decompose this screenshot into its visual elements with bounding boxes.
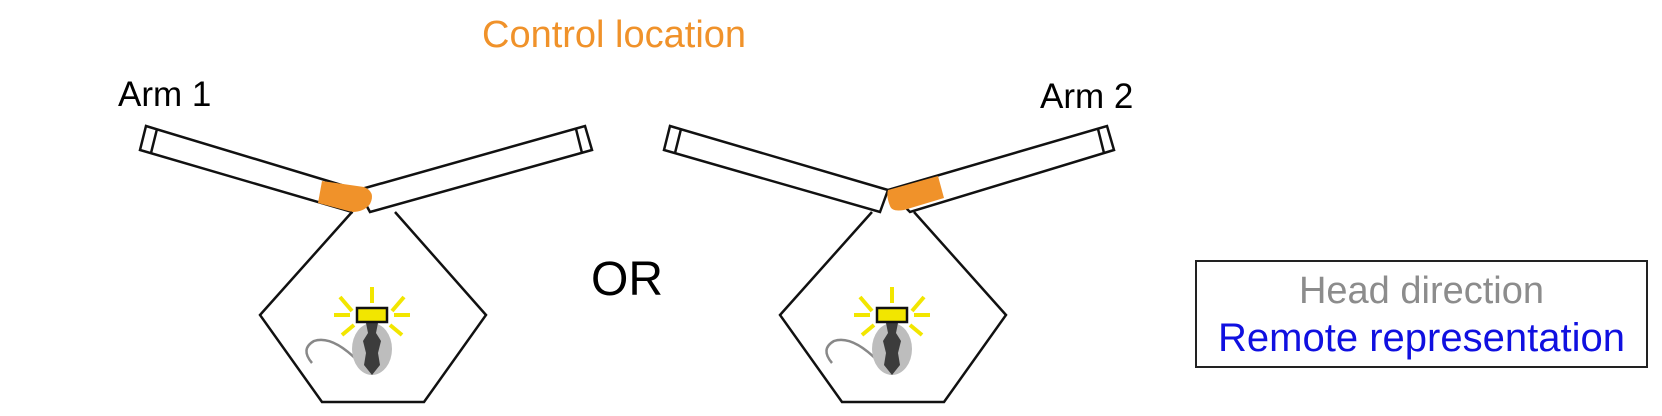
mouse-right <box>825 287 930 375</box>
arm-1-label: Arm 1 <box>118 75 212 114</box>
maze-left <box>138 124 594 404</box>
arm-2-end-cap <box>574 128 584 154</box>
headstage <box>355 306 389 324</box>
maze-right <box>662 124 1116 404</box>
headstage-light <box>334 287 410 337</box>
control-location-title: Control location <box>482 14 747 56</box>
mouse-body <box>883 313 901 375</box>
arm-1-end-cap <box>149 128 159 154</box>
headstage-light <box>854 287 930 337</box>
arm-2-label: Arm 2 <box>1040 77 1134 116</box>
legend-remote-representation: Remote representation <box>1218 316 1625 360</box>
headstage <box>875 306 909 324</box>
legend-box: Head direction Remote representation <box>1195 260 1648 368</box>
or-label: OR <box>591 253 663 306</box>
maze-right-arm-1 <box>662 124 890 214</box>
mouse-tail <box>825 338 879 364</box>
arm-2-end-cap <box>1096 128 1106 154</box>
maze-left-chamber <box>258 211 488 404</box>
mouse-left <box>305 287 410 375</box>
control-location-right <box>887 176 944 211</box>
legend-head-direction: Head direction <box>1298 270 1545 312</box>
maze-right-chamber <box>778 211 1008 404</box>
control-location-left <box>318 181 372 212</box>
mouse-body <box>363 313 381 375</box>
arm-1-end-cap <box>673 128 683 154</box>
mouse-tail <box>305 338 359 364</box>
maze-left-arm-2 <box>356 124 594 214</box>
